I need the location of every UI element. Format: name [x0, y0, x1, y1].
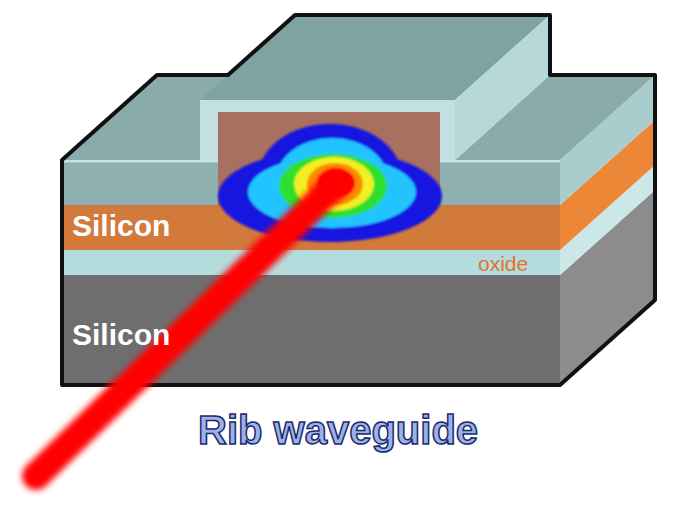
caption: Rib waveguide [198, 410, 478, 450]
oxide-front [62, 250, 560, 275]
layer-label: Silicon [72, 320, 170, 350]
rib-side [455, 15, 550, 160]
layer-label: oxide [478, 253, 528, 274]
layer-label: Silicon [72, 211, 170, 241]
block-outline [62, 15, 655, 385]
